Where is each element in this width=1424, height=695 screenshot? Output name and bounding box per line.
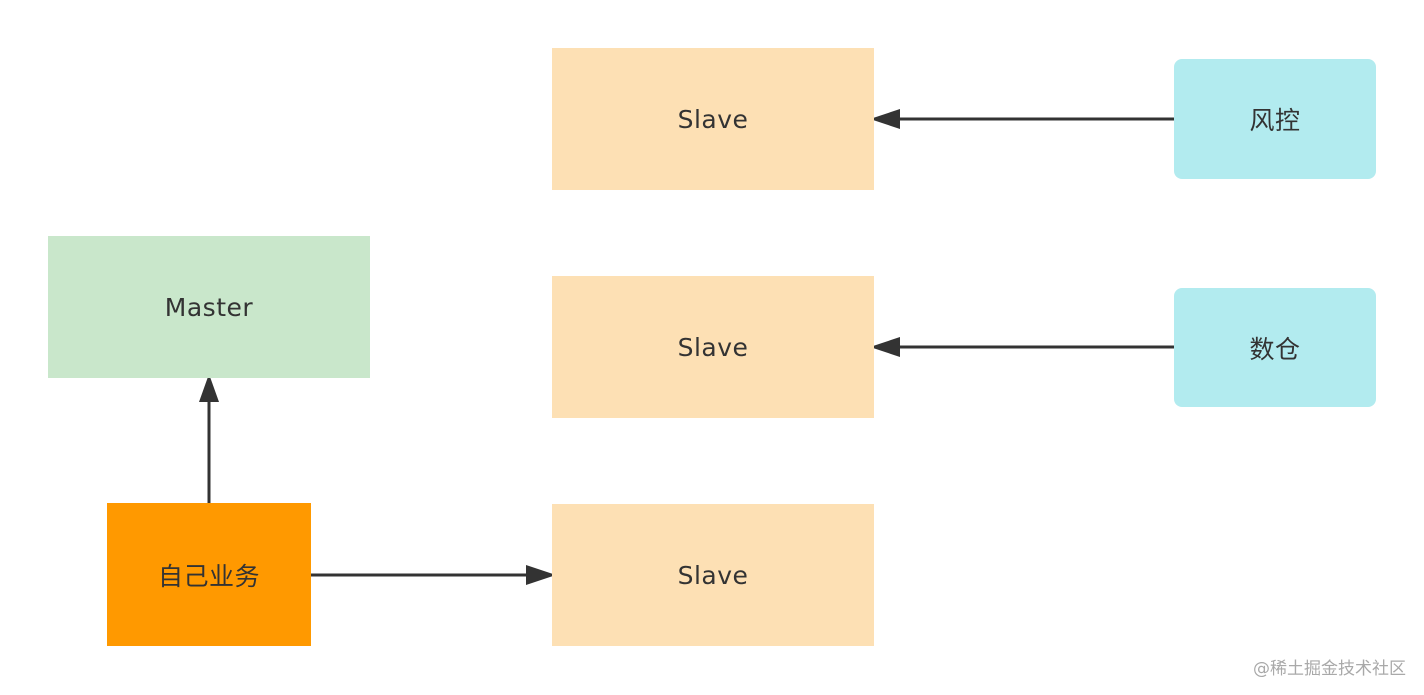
arrow-self-to-master — [199, 374, 219, 503]
risk-control-node: 风控 — [1174, 59, 1376, 179]
slave-node-3: Slave — [552, 504, 874, 646]
arrow-self-to-slave-3 — [311, 565, 556, 585]
risk-control-label: 风控 — [1249, 106, 1301, 135]
arrow-dw-to-slave-2 — [870, 337, 1174, 357]
watermark: @稀土掘金技术社区 — [1253, 659, 1406, 679]
slave-node-1: Slave — [552, 48, 874, 190]
master-label: Master — [164, 292, 254, 322]
self-service-node: 自己业务 — [107, 503, 311, 646]
master-node: Master — [48, 236, 370, 378]
arrow-risk-to-slave-1 — [870, 109, 1174, 129]
slave-3-label: Slave — [677, 560, 749, 590]
data-warehouse-node: 数仓 — [1174, 288, 1376, 407]
data-warehouse-label: 数仓 — [1249, 334, 1301, 364]
slave-2-label: Slave — [677, 332, 749, 362]
slave-node-2: Slave — [552, 276, 874, 418]
self-service-label: 自己业务 — [157, 561, 260, 591]
slave-1-label: Slave — [677, 104, 749, 134]
